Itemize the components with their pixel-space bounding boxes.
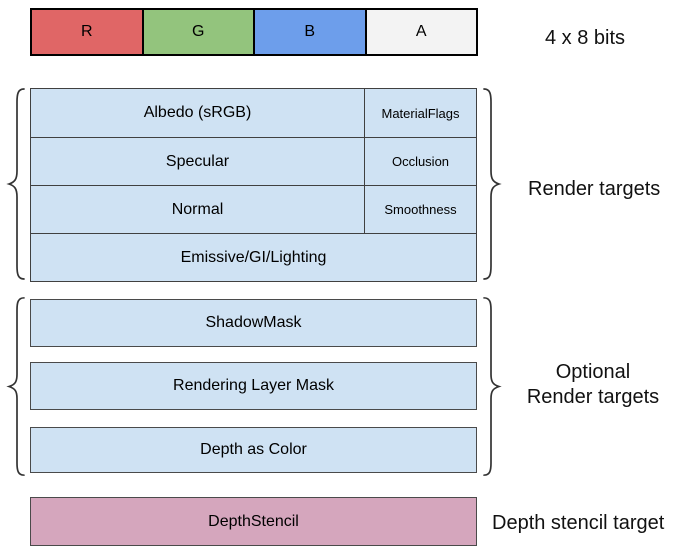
box-rendering-layer-mask: Rendering Layer Mask: [30, 362, 477, 410]
table-row-specular: Specular Occlusion: [31, 137, 476, 185]
cell-materialflags: MaterialFlags: [364, 89, 476, 137]
box-shadowmask: ShadowMask: [30, 299, 477, 347]
render-targets-right-brace: [483, 88, 502, 280]
channel-format-bar: R G B A: [30, 8, 478, 56]
channel-cell-a: A: [364, 10, 476, 54]
channel-label-r: R: [80, 23, 93, 40]
box-depth-as-color-label: Depth as Color: [200, 441, 307, 458]
box-depth-as-color: Depth as Color: [30, 427, 477, 473]
box-shadowmask-label: ShadowMask: [205, 314, 302, 331]
depth-stencil-target-label: Depth stencil target: [492, 512, 665, 534]
optional-render-targets-label: Optional Render targets: [498, 360, 688, 410]
cell-emissive: Emissive/GI/Lighting: [180, 248, 327, 266]
box-depthstencil-label: DepthStencil: [208, 512, 299, 530]
channel-label-b: B: [304, 23, 316, 40]
render-targets-left-brace: [6, 88, 25, 280]
render-targets-table: Albedo (sRGB) MaterialFlags Specular Occ…: [30, 88, 477, 282]
cell-smoothness: Smoothness: [364, 186, 476, 233]
table-row-normal: Normal Smoothness: [31, 185, 476, 233]
cell-albedo: Albedo (sRGB): [143, 104, 252, 121]
cell-occlusion: Occlusion: [364, 138, 476, 185]
channel-label-a: A: [415, 23, 427, 40]
format-label: 4 x 8 bits: [545, 27, 626, 49]
optional-label-line2: Render targets: [526, 386, 660, 408]
optional-label-line1: Optional: [555, 361, 631, 383]
cell-specular: Specular: [165, 152, 230, 170]
table-row-albedo: Albedo (sRGB) MaterialFlags: [31, 89, 476, 137]
cell-normal: Normal: [171, 200, 224, 218]
render-targets-label: Render targets: [528, 178, 661, 200]
table-row-emissive: Emissive/GI/Lighting: [31, 233, 476, 281]
channel-cell-g: G: [141, 10, 253, 54]
optional-targets-left-brace: [6, 297, 25, 476]
channel-label-g: G: [192, 23, 205, 40]
channel-cell-r: R: [32, 10, 142, 54]
channel-cell-b: B: [253, 10, 365, 54]
optional-targets-right-brace: [483, 297, 502, 476]
box-rendering-layer-mask-label: Rendering Layer Mask: [173, 377, 334, 394]
box-depthstencil: DepthStencil: [30, 497, 477, 546]
